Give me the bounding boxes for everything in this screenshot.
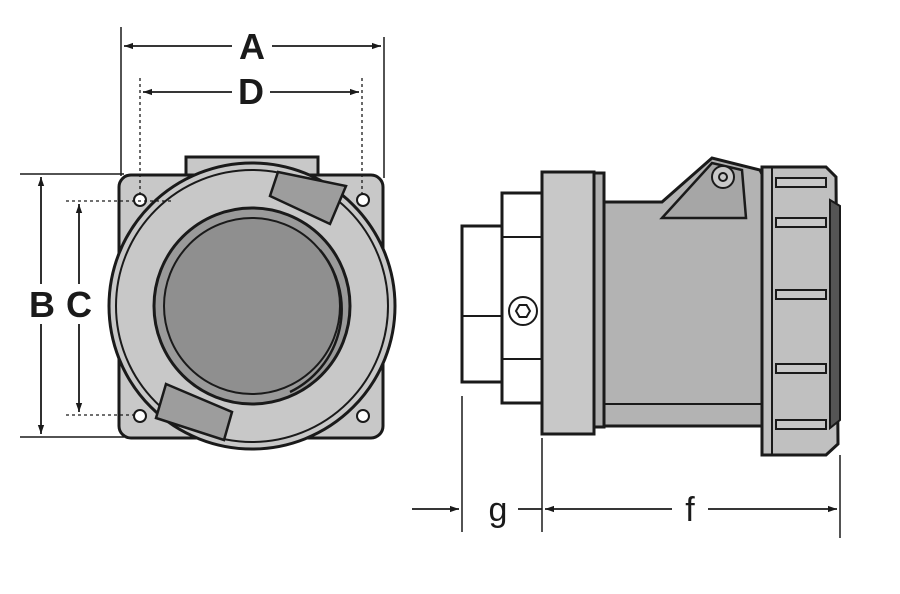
mounting-hole-bottom-left bbox=[133, 409, 147, 423]
front-inner-ring-line bbox=[115, 169, 389, 443]
hex-nut-shape bbox=[514, 304, 532, 318]
side-cap-rib-2 bbox=[775, 217, 827, 228]
dimension-label-b: B bbox=[29, 284, 55, 325]
latch-pad-top bbox=[268, 170, 348, 226]
dimension-label-f: f bbox=[685, 491, 695, 529]
latch-pad-bottom bbox=[154, 382, 234, 442]
mounting-hole-top-left bbox=[133, 193, 147, 207]
side-front-edge bbox=[829, 198, 841, 431]
front-lid-arc bbox=[289, 249, 343, 394]
dimension-label-a: A bbox=[239, 26, 265, 67]
side-cap-rib-3 bbox=[775, 289, 827, 300]
dimension-lines bbox=[20, 27, 841, 538]
dimension-label-c: C bbox=[66, 284, 92, 325]
side-front-cap bbox=[760, 165, 840, 457]
side-flange-plate bbox=[540, 170, 596, 436]
front-lid bbox=[163, 217, 341, 395]
mounting-hole-top-right bbox=[356, 193, 370, 207]
side-view bbox=[460, 156, 841, 457]
dimension-labels: A D B C g f bbox=[29, 26, 695, 529]
front-view bbox=[107, 155, 397, 451]
dimension-label-g: g bbox=[489, 491, 508, 529]
side-cap-rib-4 bbox=[775, 363, 827, 374]
side-rear-stub bbox=[460, 224, 504, 384]
mounting-hole-bottom-right bbox=[356, 409, 370, 423]
hinge-pin-center bbox=[718, 172, 728, 182]
side-cap-rib-1 bbox=[775, 177, 827, 188]
side-cap-rib-5 bbox=[775, 419, 827, 430]
dimension-label-d: D bbox=[238, 71, 264, 112]
